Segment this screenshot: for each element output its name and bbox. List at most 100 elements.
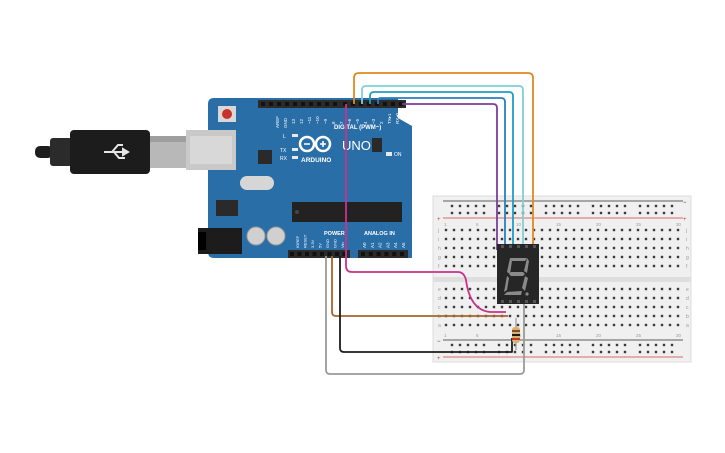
breadboard-hole[interactable] <box>524 323 528 327</box>
header-hole[interactable] <box>368 252 373 256</box>
breadboard-hole[interactable] <box>476 264 480 268</box>
breadboard-hole[interactable] <box>596 296 600 300</box>
wire-magenta[interactable] <box>345 104 506 313</box>
breadboard-hole[interactable] <box>468 246 472 250</box>
breadboard-hole[interactable] <box>560 350 564 354</box>
breadboard-hole[interactable] <box>576 211 580 215</box>
breadboard-hole[interactable] <box>620 314 624 318</box>
breadboard-hole[interactable] <box>564 237 568 241</box>
breadboard-hole[interactable] <box>548 323 552 327</box>
header-hole[interactable] <box>391 102 395 106</box>
header-hole[interactable] <box>400 252 404 256</box>
breadboard-hole[interactable] <box>564 314 568 318</box>
breadboard-hole[interactable] <box>591 211 595 215</box>
breadboard-hole[interactable] <box>460 305 464 309</box>
breadboard-hole[interactable] <box>612 246 616 250</box>
breadboard-hole[interactable] <box>612 314 616 318</box>
display-pin[interactable] <box>517 245 520 248</box>
display-pin[interactable] <box>501 245 504 248</box>
breadboard-hole[interactable] <box>652 296 656 300</box>
breadboard-hole[interactable] <box>476 237 480 241</box>
breadboard-hole[interactable] <box>572 264 576 268</box>
breadboard-hole[interactable] <box>591 350 595 354</box>
breadboard-hole[interactable] <box>564 287 568 291</box>
breadboard-hole[interactable] <box>620 237 624 241</box>
breadboard-hole[interactable] <box>670 343 674 347</box>
breadboard-hole[interactable] <box>492 264 496 268</box>
breadboard-hole[interactable] <box>646 343 650 347</box>
breadboard-hole[interactable] <box>644 228 648 232</box>
header-hole[interactable] <box>361 252 365 256</box>
breadboard-hole[interactable] <box>662 343 666 347</box>
breadboard-hole[interactable] <box>628 246 632 250</box>
breadboard-hole[interactable] <box>599 211 603 215</box>
breadboard-hole[interactable] <box>521 343 525 347</box>
breadboard-hole[interactable] <box>452 296 456 300</box>
breadboard-hole[interactable] <box>476 228 480 232</box>
breadboard-hole[interactable] <box>668 228 672 232</box>
wire-brown[interactable] <box>331 256 508 317</box>
breadboard-hole[interactable] <box>638 204 642 208</box>
breadboard-hole[interactable] <box>556 246 560 250</box>
breadboard-hole[interactable] <box>556 305 560 309</box>
breadboard-hole[interactable] <box>497 343 501 347</box>
breadboard-hole[interactable] <box>476 296 480 300</box>
breadboard-hole[interactable] <box>623 343 627 347</box>
breadboard-hole[interactable] <box>560 343 564 347</box>
breadboard-hole[interactable] <box>596 287 600 291</box>
breadboard-hole[interactable] <box>652 228 656 232</box>
breadboard-hole[interactable] <box>652 237 656 241</box>
breadboard-hole[interactable] <box>556 323 560 327</box>
breadboard-hole[interactable] <box>596 264 600 268</box>
breadboard-hole[interactable] <box>452 287 456 291</box>
header-hole[interactable] <box>351 102 355 106</box>
breadboard-hole[interactable] <box>676 264 680 268</box>
breadboard-hole[interactable] <box>476 246 480 250</box>
breadboard-hole[interactable] <box>576 204 580 208</box>
breadboard-hole[interactable] <box>596 228 600 232</box>
wire-teal[interactable] <box>369 91 514 250</box>
breadboard-hole[interactable] <box>548 314 552 318</box>
breadboard-hole[interactable] <box>572 314 576 318</box>
breadboard-hole[interactable] <box>460 296 464 300</box>
breadboard-hole[interactable] <box>604 237 608 241</box>
breadboard-hole[interactable] <box>623 211 627 215</box>
breadboard-hole[interactable] <box>580 228 584 232</box>
breadboard-hole[interactable] <box>604 323 608 327</box>
breadboard-hole[interactable] <box>544 211 548 215</box>
breadboard-hole[interactable] <box>544 204 548 208</box>
breadboard-hole[interactable] <box>513 350 517 354</box>
breadboard-hole[interactable] <box>572 287 576 291</box>
breadboard-hole[interactable] <box>668 305 672 309</box>
breadboard-hole[interactable] <box>500 305 504 309</box>
breadboard-hole[interactable] <box>615 204 619 208</box>
wire-light-blue[interactable] <box>361 85 524 250</box>
breadboard-hole[interactable] <box>540 323 544 327</box>
breadboard-hole[interactable] <box>612 296 616 300</box>
breadboard-hole[interactable] <box>444 264 448 268</box>
breadboard-hole[interactable] <box>670 204 674 208</box>
breadboard-hole[interactable] <box>580 264 584 268</box>
breadboard-hole[interactable] <box>532 305 536 309</box>
breadboard-hole[interactable] <box>548 287 552 291</box>
breadboard-hole[interactable] <box>452 264 456 268</box>
breadboard-hole[interactable] <box>636 237 640 241</box>
breadboard-hole[interactable] <box>607 350 611 354</box>
breadboard-hole[interactable] <box>548 305 552 309</box>
breadboard-hole[interactable] <box>444 228 448 232</box>
breadboard-hole[interactable] <box>660 314 664 318</box>
breadboard-hole[interactable] <box>662 350 666 354</box>
breadboard-hole[interactable] <box>524 305 528 309</box>
breadboard-hole[interactable] <box>636 296 640 300</box>
breadboard-hole[interactable] <box>452 255 456 259</box>
breadboard-hole[interactable] <box>532 237 536 241</box>
breadboard-hole[interactable] <box>628 314 632 318</box>
breadboard-hole[interactable] <box>476 323 480 327</box>
breadboard-hole[interactable] <box>540 246 544 250</box>
breadboard-hole[interactable] <box>474 343 478 347</box>
breadboard-hole[interactable] <box>599 343 603 347</box>
breadboard-hole[interactable] <box>580 296 584 300</box>
breadboard-hole[interactable] <box>576 350 580 354</box>
breadboard-hole[interactable] <box>668 287 672 291</box>
breadboard-hole[interactable] <box>620 228 624 232</box>
